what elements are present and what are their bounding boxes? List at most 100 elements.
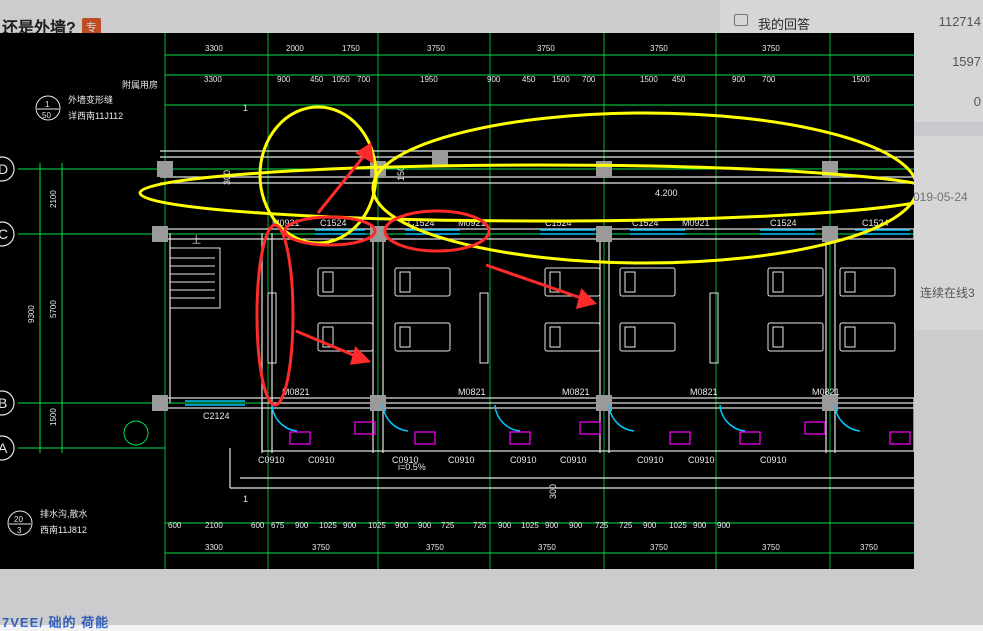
window-tag-top: M0921	[272, 218, 300, 228]
elevation-label: 4.200	[655, 188, 678, 198]
door-swing	[608, 404, 635, 432]
yellow-ellipse-right	[371, 111, 914, 265]
bed	[767, 267, 824, 297]
pillow	[772, 326, 784, 348]
top-dim-label-2: 900	[487, 75, 501, 84]
bottom-dim-label: 1025	[521, 521, 539, 530]
callout-number: 1	[45, 100, 50, 109]
bed	[839, 322, 896, 352]
red-ellipse-window-1	[283, 215, 377, 247]
pillow	[624, 326, 636, 348]
bottom-dim-label-2: 3750	[860, 543, 878, 552]
bed	[619, 267, 676, 297]
column	[822, 395, 838, 411]
detail-callout-top	[35, 95, 61, 121]
my-answers-row[interactable]: 我的回答 112714	[720, 2, 983, 42]
wardrobe	[267, 292, 277, 364]
pillow	[322, 271, 334, 293]
comment-icon	[734, 14, 748, 26]
bed	[544, 322, 601, 352]
top-dim-label: 3750	[650, 44, 668, 53]
red-annotations	[255, 209, 491, 407]
site-logo[interactable]: 7VEE/ 础的 荷能	[2, 615, 110, 630]
top-dim-label-2: 3300	[204, 75, 222, 84]
window-tag-bottom: C0910	[637, 455, 664, 465]
bottom-dim-label: 900	[693, 521, 707, 530]
my-answers-count: 112714	[938, 14, 981, 29]
bed	[619, 322, 676, 352]
window-tag-bottom: C0910	[760, 455, 787, 465]
axis-label: A	[0, 440, 8, 456]
stat-value-3: 0	[973, 94, 981, 109]
sink-fixture	[289, 431, 311, 445]
pillow	[624, 271, 636, 293]
window-tag-bottom: C0910	[308, 455, 335, 465]
callout-sheet: 50	[42, 111, 51, 120]
window-tag-top: C1524	[862, 218, 889, 228]
stairs	[169, 247, 221, 309]
bed	[394, 322, 451, 352]
top-dim-label: 3300	[205, 44, 223, 53]
bottom-dim-label: 900	[418, 521, 432, 530]
top-dim-label: 3750	[537, 44, 555, 53]
axis-bubble	[0, 221, 15, 247]
axis-bubble	[0, 435, 15, 461]
stat-value-2: 1597	[952, 54, 981, 69]
top-dim-label-2: 1500	[852, 75, 870, 84]
wardrobe	[709, 292, 719, 364]
window-tag-top: M0921	[458, 218, 486, 228]
stair-up-label: 上	[192, 235, 201, 245]
bottom-dim-label: 600	[168, 521, 182, 530]
bottom-dim-label: 900	[395, 521, 409, 530]
column	[152, 395, 168, 411]
small-dim: 300	[548, 484, 558, 499]
door-swing	[719, 404, 746, 432]
bottom-dim-label-2: 3300	[205, 543, 223, 552]
bottom-dim-label-2: 3750	[762, 543, 780, 552]
online-streak: 连续在线3	[920, 286, 975, 300]
callout-number: 20	[14, 515, 23, 524]
note-detail-ref: 详西南11J112	[68, 110, 123, 121]
top-dim-label-2: 1500	[552, 75, 570, 84]
sink-fixture	[669, 431, 691, 445]
detail-callout-green	[123, 420, 149, 446]
column	[822, 226, 838, 242]
section-mark-top: 1	[243, 103, 248, 113]
axis-bubble	[0, 156, 15, 182]
slope-label: i=0.5%	[398, 462, 426, 472]
pillow	[549, 271, 561, 293]
bed	[767, 322, 824, 352]
detail-callout-bottom	[7, 510, 33, 536]
red-ellipse-wall	[255, 223, 295, 407]
window-tag-top: C1524	[770, 218, 797, 228]
top-dim-label-2: 700	[357, 75, 371, 84]
bottom-dim-label-2: 3750	[312, 543, 330, 552]
window-tag-top: C1524	[408, 218, 435, 228]
door-tag: M0821	[282, 387, 310, 397]
window-tag-bottom: C0910	[392, 455, 419, 465]
pillow	[322, 326, 334, 348]
pillow	[844, 271, 856, 293]
door-tag: M0821	[812, 387, 840, 397]
sink-fixture	[579, 421, 601, 435]
column	[596, 226, 612, 242]
left-dim-label: 1500	[49, 408, 58, 426]
top-dim-label-2: 1500	[640, 75, 658, 84]
yellow-annotations	[138, 105, 914, 265]
bottom-dim-label: 900	[545, 521, 559, 530]
window-tag-bottom: C0910	[448, 455, 475, 465]
bottom-dim-label: 725	[619, 521, 633, 530]
yellow-ellipse-wall	[138, 163, 914, 223]
sink-fixture	[509, 431, 531, 445]
bottom-dim-label: 1025	[319, 521, 337, 530]
column	[370, 395, 386, 411]
note-auxiliary-room: 附属用房	[122, 79, 158, 90]
door-swing	[382, 404, 409, 432]
post-date: 019-05-24	[913, 190, 968, 204]
bottom-dim-label-2: 3750	[426, 543, 444, 552]
top-dim-label-2: 450	[310, 75, 324, 84]
sink-fixture	[804, 421, 826, 435]
question-title: 还是外墙?专	[2, 14, 101, 38]
